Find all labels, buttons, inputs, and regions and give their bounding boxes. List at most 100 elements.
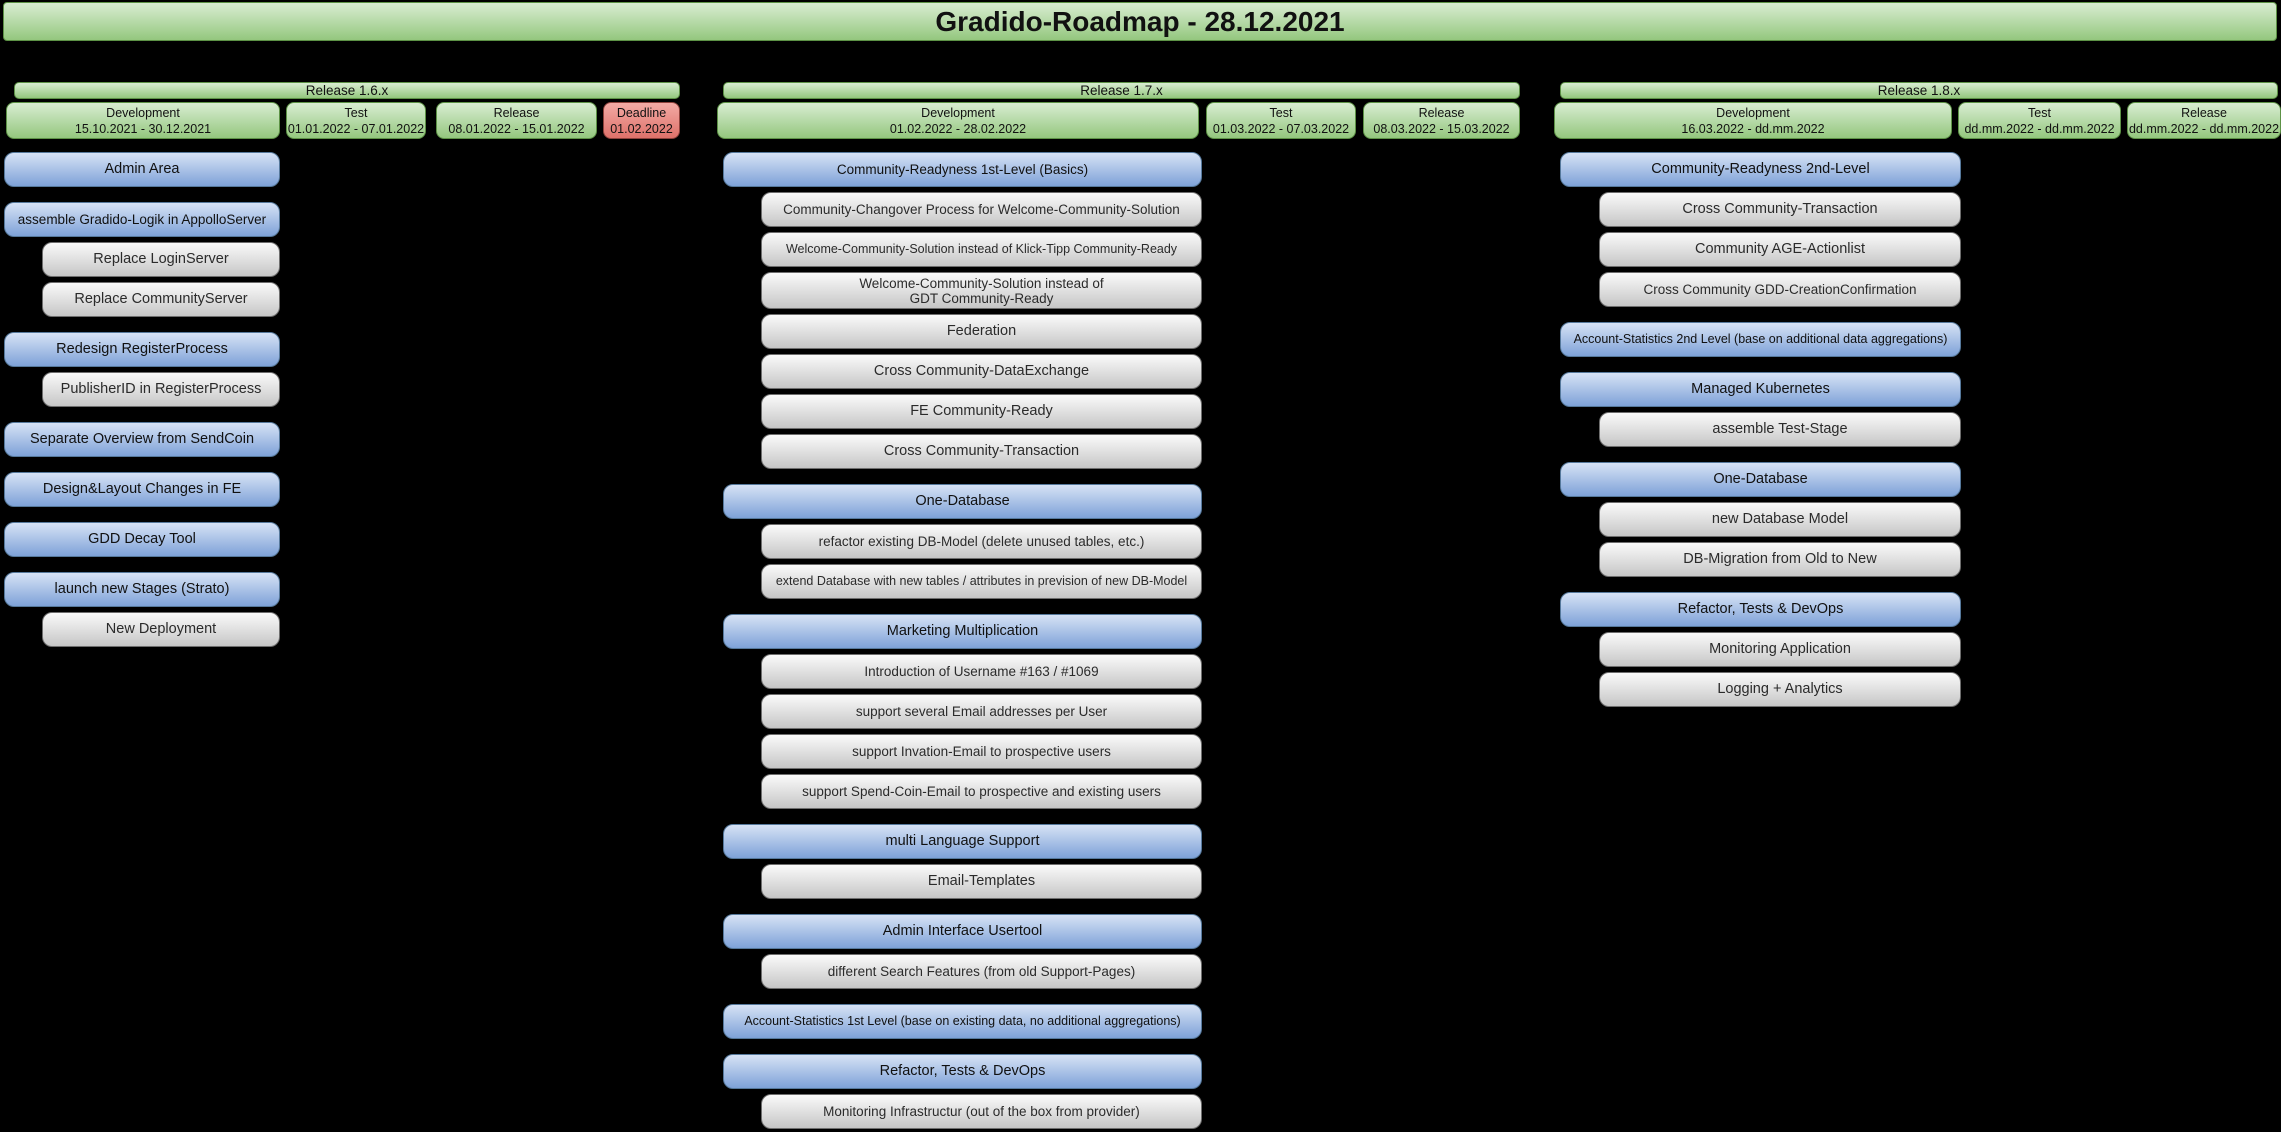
phase-dates: 01.02.2022 xyxy=(610,121,673,136)
item-label: Redesign RegisterProcess xyxy=(56,341,228,357)
roadmap-task: FE Community-Ready xyxy=(761,394,1202,429)
roadmap-category: Community-Readyness 1st-Level (Basics) xyxy=(723,152,1202,187)
phase-name: Release xyxy=(2181,105,2227,120)
item-label: Separate Overview from SendCoin xyxy=(29,431,255,447)
roadmap-task: DB-Migration from Old to New xyxy=(1599,542,1961,577)
item-label: Replace LoginServer xyxy=(93,251,229,267)
phase-dates: 15.10.2021 - 30.12.2021 xyxy=(74,121,212,136)
roadmap-task: Cross Community-Transaction xyxy=(761,434,1202,469)
item-list: Admin Area assemble Gradido-Logik in Appo… xyxy=(4,152,680,647)
release-title-bar: Release 1.7.x xyxy=(723,82,1520,99)
item-label: Introduction of Username #163 / #1069 xyxy=(864,664,1099,679)
phase-dates: 01.02.2022 - 28.02.2022 xyxy=(889,121,1027,136)
roadmap-task: extend Database with new tables / attrib… xyxy=(761,564,1202,599)
item-label: Account-Statistics 1st Level (base on ex… xyxy=(744,1014,1181,1028)
roadmap-category: Design&Layout Changes in FE xyxy=(4,472,280,507)
item-label: Cross Community-DataExchange xyxy=(873,363,1090,379)
roadmap-category: GDD Decay Tool xyxy=(4,522,280,557)
item-label: Logging + Analytics xyxy=(1717,681,1843,697)
item-label: assemble Test-Stage xyxy=(1712,421,1848,437)
phase-name: Test xyxy=(2028,105,2051,120)
item-label: One-Database xyxy=(1713,471,1808,487)
roadmap-category: Admin Area xyxy=(4,152,280,187)
item-label: extend Database with new tables / attrib… xyxy=(775,574,1188,588)
roadmap-task: Community-Changover Process for Welcome-… xyxy=(761,192,1202,227)
phase-name: Release xyxy=(493,105,540,120)
roadmap-task: PublisherID in RegisterProcess xyxy=(42,372,280,407)
item-label: Monitoring Application xyxy=(1709,641,1851,657)
roadmap-category: Refactor, Tests & DevOps xyxy=(723,1054,1202,1089)
item-label: launch new Stages (Strato) xyxy=(54,581,230,597)
item-label: Cross Community-Transaction xyxy=(1682,201,1878,217)
item-label: Admin Area xyxy=(104,161,180,177)
item-label: support Invation-Email to prospective us… xyxy=(852,744,1111,759)
item-label: Replace CommunityServer xyxy=(74,291,248,307)
roadmap-task: Cross Community-DataExchange xyxy=(761,354,1202,389)
item-label: assemble Gradido-Logik in AppolloServer xyxy=(17,212,267,227)
item-list: Community-Readyness 1st-Level (Basics) Co… xyxy=(717,152,1520,1129)
roadmap-category: launch new Stages (Strato) xyxy=(4,572,280,607)
item-label: Welcome-Community-Solution instead of Kl… xyxy=(785,242,1178,256)
item-label: new Database Model xyxy=(1711,511,1849,527)
item-label: Welcome-Community-Solution instead of xyxy=(859,275,1104,291)
item-label: New Deployment xyxy=(105,621,217,637)
item-label: support Spend-Coin-Email to prospective … xyxy=(802,784,1161,799)
roadmap-category: Community-Readyness 2nd-Level xyxy=(1560,152,1961,187)
page-title: Gradido-Roadmap - 28.12.2021 xyxy=(3,2,2277,41)
roadmap-task: Replace LoginServer xyxy=(42,242,280,277)
phase-name: Development xyxy=(921,105,995,120)
phase-dates: 01.01.2022 - 07.01.2022 xyxy=(287,121,425,136)
item-label: One-Database xyxy=(915,493,1010,509)
item-label: Admin Interface Usertool xyxy=(882,923,1043,939)
roadmap-task: new Database Model xyxy=(1599,502,1961,537)
phase-name: Test xyxy=(344,105,368,120)
roadmap-category: Separate Overview from SendCoin xyxy=(4,422,280,457)
item-label: refactor existing DB-Model (delete unuse… xyxy=(818,534,1145,549)
phase-dates: 08.01.2022 - 15.01.2022 xyxy=(448,121,585,136)
roadmap-category: One-Database xyxy=(1560,462,1961,497)
roadmap-task: refactor existing DB-Model (delete unuse… xyxy=(761,524,1202,559)
phase-dates: 01.03.2022 - 07.03.2022 xyxy=(1212,121,1350,136)
roadmap-category: multi Language Support xyxy=(723,824,1202,859)
item-label: Monitoring Infrastructur (out of the box… xyxy=(823,1104,1140,1119)
roadmap-task: Cross Community GDD-CreationConfirmation xyxy=(1599,272,1961,307)
roadmap-task: Replace CommunityServer xyxy=(42,282,280,317)
roadmap-category: Managed Kubernetes xyxy=(1560,372,1961,407)
item-label: GDD Decay Tool xyxy=(88,531,196,547)
roadmap-task: Community AGE-Actionlist xyxy=(1599,232,1961,267)
roadmap-category: Refactor, Tests & DevOps xyxy=(1560,592,1961,627)
release-title-bar: Release 1.6.x xyxy=(14,82,680,99)
phase-name: Test xyxy=(1269,105,1293,120)
item-label: Design&Layout Changes in FE xyxy=(42,481,242,497)
phase-dates: dd.mm.2022 - dd.mm.2022 xyxy=(2128,121,2280,136)
roadmap-task: Monitoring Infrastructur (out of the box… xyxy=(761,1094,1202,1129)
item-label: Federation xyxy=(946,323,1017,339)
item-label: Refactor, Tests & DevOps xyxy=(1677,601,1844,617)
roadmap-task: assemble Test-Stage xyxy=(1599,412,1961,447)
item-label: multi Language Support xyxy=(885,833,1040,849)
phase-name: Release xyxy=(1418,105,1465,120)
roadmap-task: different Search Features (from old Supp… xyxy=(761,954,1202,989)
roadmap-task: Cross Community-Transaction xyxy=(1599,192,1961,227)
phase-name: Development xyxy=(106,105,180,120)
roadmap-task: Email-Templates xyxy=(761,864,1202,899)
phase-name: Deadline xyxy=(616,105,667,120)
roadmap-category: assemble Gradido-Logik in AppolloServer xyxy=(4,202,280,237)
item-label: Cross Community-Transaction xyxy=(883,443,1080,459)
item-label: Community-Changover Process for Welcome-… xyxy=(783,202,1180,217)
roadmap-task: Monitoring Application xyxy=(1599,632,1961,667)
item-label: Account-Statistics 2nd Level (base on ad… xyxy=(1573,332,1948,346)
item-label: different Search Features (from old Supp… xyxy=(827,964,1136,979)
item-label: PublisherID in RegisterProcess xyxy=(60,381,262,397)
phase-dates: 16.03.2022 - dd.mm.2022 xyxy=(1681,121,1825,136)
